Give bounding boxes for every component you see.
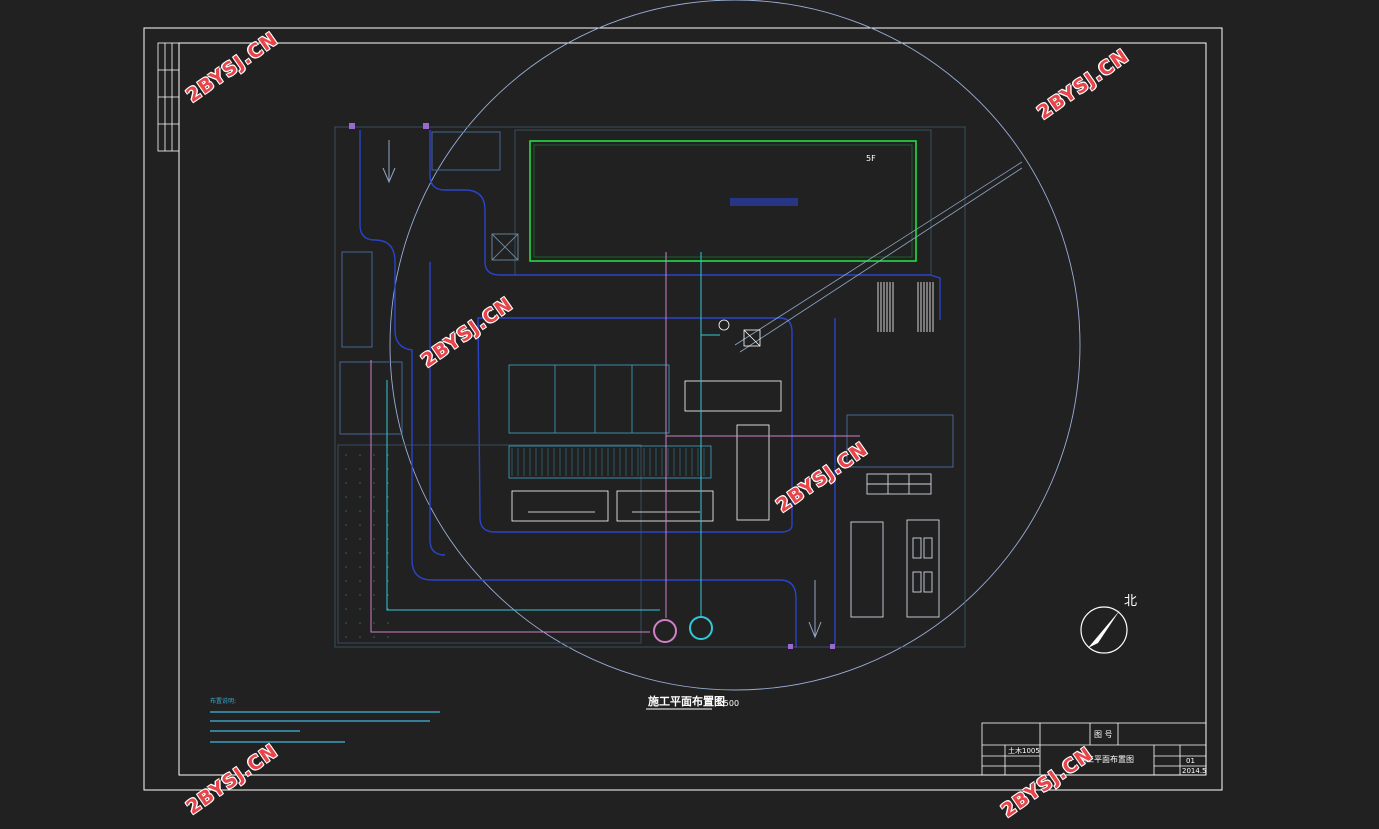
notes-heading: 布置说明:: [210, 697, 236, 705]
yard-dot: [373, 524, 375, 526]
right-facilities: [846, 414, 954, 618]
yard-dot: [387, 454, 389, 456]
yard-dot: [345, 510, 347, 512]
yard-dot: [387, 566, 389, 568]
yard-dot: [359, 468, 361, 470]
entrance-gate-top: [349, 123, 835, 649]
yard-dot: [387, 524, 389, 526]
title-block: [981, 722, 1207, 776]
main-building: 5F: [514, 129, 932, 276]
yard-dot: [359, 496, 361, 498]
yard-dot: [373, 552, 375, 554]
yard-dot: [387, 552, 389, 554]
yard-dot: [373, 468, 375, 470]
entrance-arrows: [382, 140, 822, 639]
dotted-yard: [345, 454, 389, 638]
yard-dot: [345, 454, 347, 456]
yard-dot: [387, 482, 389, 484]
yard-dot: [373, 454, 375, 456]
yard-dot: [387, 510, 389, 512]
title-block-sheet-label: 图 号: [1094, 730, 1113, 739]
drawing-scale: 1:500: [716, 699, 739, 708]
left-facilities: [337, 131, 642, 644]
yard-dot: [373, 608, 375, 610]
yard-dot: [387, 594, 389, 596]
yard-dot: [345, 566, 347, 568]
yard-dot: [345, 636, 347, 638]
title-block-drawing-name: 施工平面布置图: [1078, 754, 1134, 764]
yard-dot: [345, 524, 347, 526]
yard-dot: [373, 510, 375, 512]
yard-dot: [373, 496, 375, 498]
yard-dot: [359, 608, 361, 610]
yard-dot: [359, 538, 361, 540]
yard-dot: [373, 580, 375, 582]
yard-dot: [359, 524, 361, 526]
site-boundary-outer: [334, 126, 966, 648]
yard-dot: [373, 622, 375, 624]
north-arrow: 北: [1080, 594, 1137, 654]
yard-dot: [373, 636, 375, 638]
yard-dot: [345, 496, 347, 498]
yard-dot: [373, 566, 375, 568]
building-floors: 5F: [866, 154, 876, 163]
yard-dot: [387, 622, 389, 624]
yard-dot: [359, 454, 361, 456]
title-block-class: 土木1005: [1008, 746, 1040, 755]
yard-dot: [359, 580, 361, 582]
utility-lines: [370, 252, 860, 643]
yard-dot: [387, 468, 389, 470]
notes-lines: [210, 711, 440, 743]
hatch-pattern: [511, 448, 705, 476]
yard-dot: [387, 580, 389, 582]
yard-dot: [345, 538, 347, 540]
yard-dot: [345, 482, 347, 484]
steel-storage: [877, 282, 934, 332]
yard-dot: [373, 594, 375, 596]
material-yards: [508, 364, 782, 522]
yard-dot: [345, 580, 347, 582]
yard-dot: [387, 636, 389, 638]
crane-radius-circle: [389, 0, 1081, 691]
yard-dot: [345, 608, 347, 610]
margin-stamp: [157, 42, 180, 152]
yard-dot: [345, 552, 347, 554]
yard-dot: [373, 538, 375, 540]
temporary-road: [359, 130, 941, 648]
north-label: 北: [1124, 594, 1137, 609]
yard-dot: [359, 552, 361, 554]
yard-dot: [359, 622, 361, 624]
yard-dot: [387, 496, 389, 498]
yard-dot: [387, 608, 389, 610]
outer-frame: [143, 27, 1223, 791]
title-block-date: 2014.5: [1182, 767, 1207, 775]
tower-crane: [718, 161, 1023, 353]
yard-dot: [387, 538, 389, 540]
yard-dot: [373, 482, 375, 484]
yard-dot: [359, 594, 361, 596]
yard-dot: [359, 636, 361, 638]
drawing-title: 施工平面布置图: [648, 694, 725, 708]
yard-dot: [345, 622, 347, 624]
yard-dot: [359, 510, 361, 512]
inner-frame: [178, 42, 1207, 776]
title-block-sheet-no: 01: [1186, 757, 1195, 765]
yard-dot: [345, 468, 347, 470]
yard-dot: [359, 566, 361, 568]
yard-dot: [345, 594, 347, 596]
yard-dot: [359, 482, 361, 484]
